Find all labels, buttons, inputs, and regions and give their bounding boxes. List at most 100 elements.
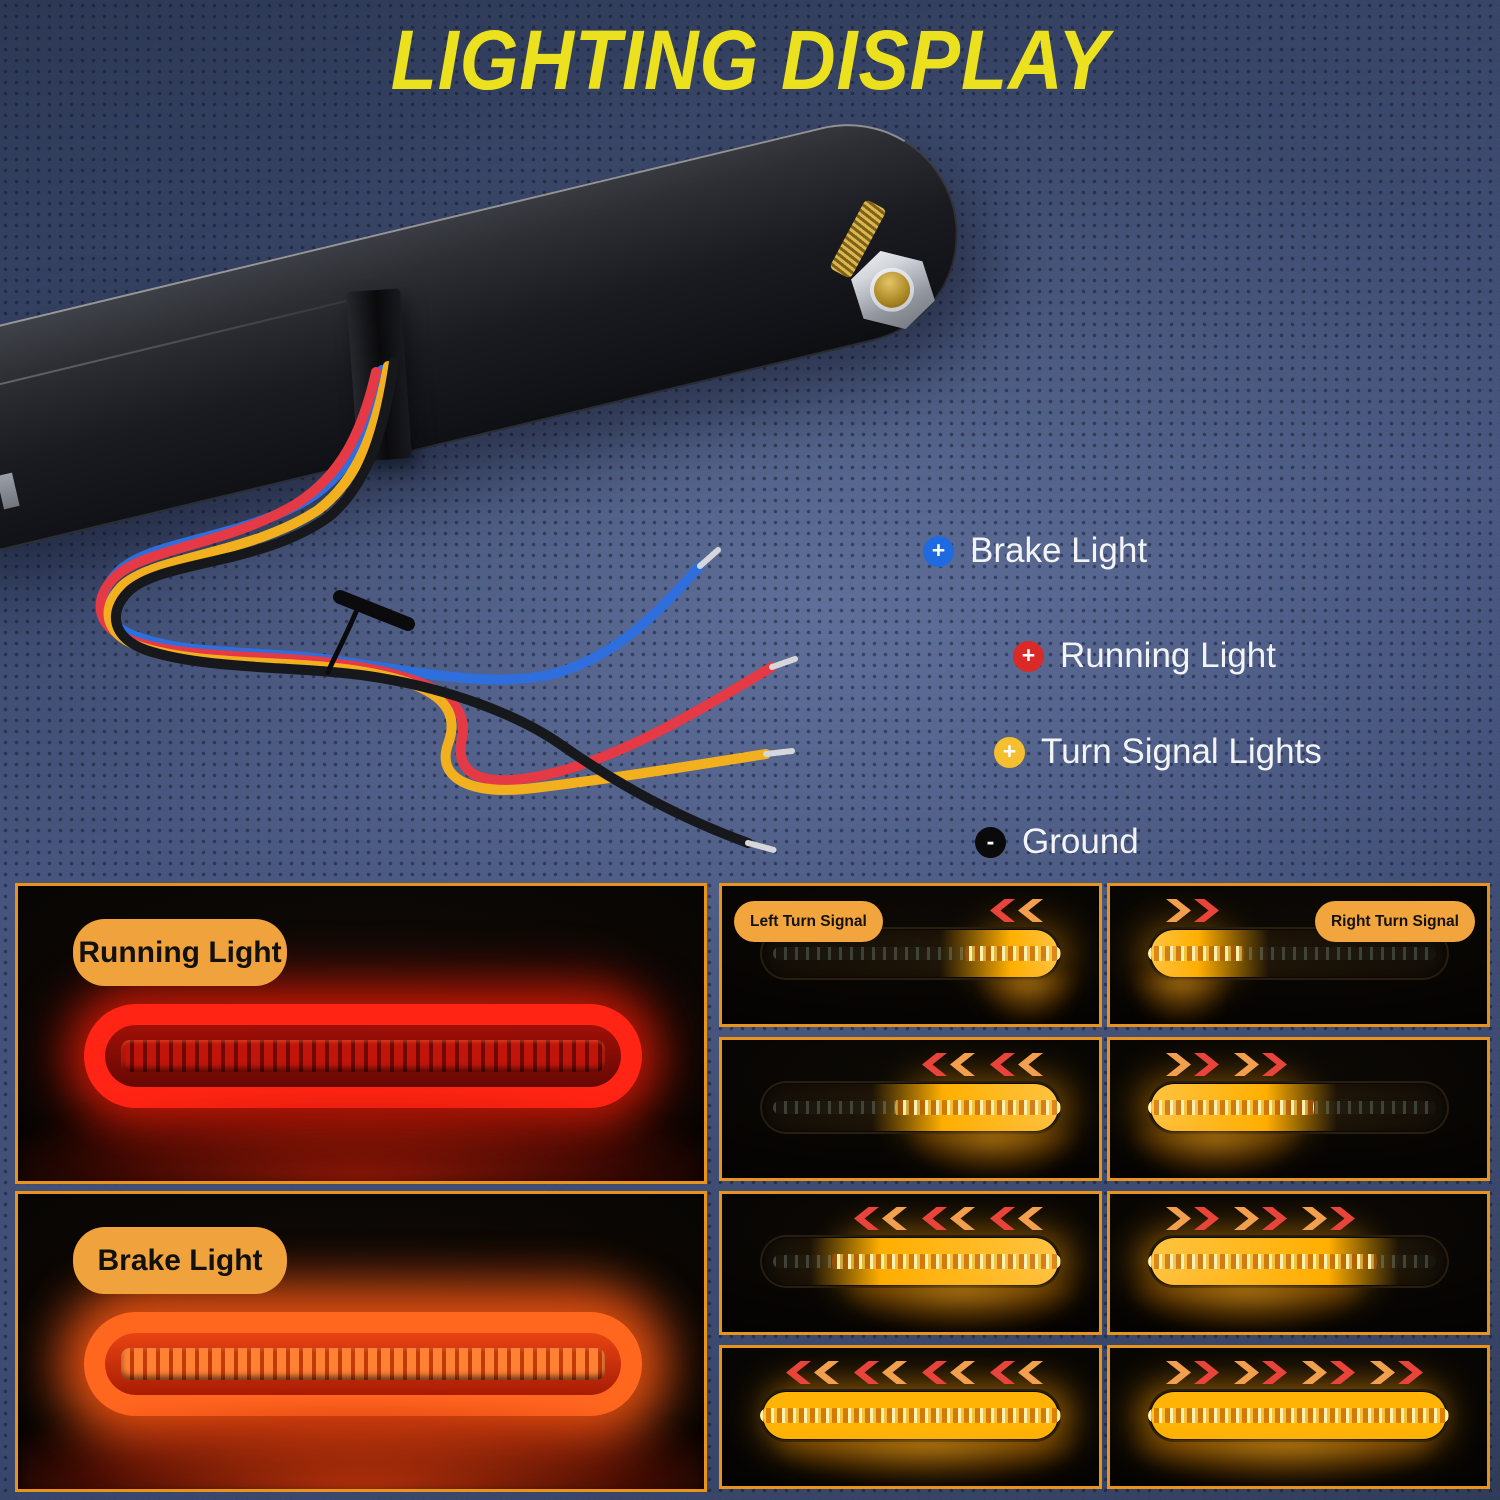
led-bar-brake xyxy=(84,1312,642,1416)
turn-signal-panel xyxy=(1107,1345,1490,1489)
turn-arrow-icon xyxy=(1262,1207,1287,1230)
turn-arrow-icon xyxy=(882,1207,907,1230)
turn-arrow-icon xyxy=(814,1361,839,1384)
zip-tie xyxy=(333,590,415,631)
turn-signal-panel xyxy=(719,1191,1102,1335)
turn-arrow-icon xyxy=(1166,1361,1191,1384)
turn-arrow-icon xyxy=(882,1361,907,1384)
turn-arrow-icon xyxy=(1262,1053,1287,1076)
brake-light-badge: Brake Light xyxy=(73,1227,287,1294)
turn-arrow-icon xyxy=(1398,1361,1423,1384)
turn-arrow-icon xyxy=(1370,1361,1395,1384)
light-reflection xyxy=(1132,1283,1362,1330)
turn-signal-panel xyxy=(719,1345,1102,1489)
turn-direction-arrows xyxy=(854,1207,1043,1230)
lit-led-dots xyxy=(832,1253,1062,1269)
running-wire-stripped-tip xyxy=(769,656,798,670)
lit-led-dots xyxy=(1147,945,1245,961)
turn-arrow-icon xyxy=(1262,1361,1287,1384)
turn-arrow-icon xyxy=(990,1207,1015,1230)
turn-arrow-icon xyxy=(1018,899,1043,922)
turn-direction-arrows xyxy=(1166,1361,1423,1384)
turn-arrow-icon xyxy=(990,1053,1015,1076)
turn-signal-panel xyxy=(1107,1191,1490,1335)
turn-arrow-icon xyxy=(1018,1053,1043,1076)
wire-label-text: Turn Signal Lights xyxy=(1041,732,1322,771)
lit-led-dots xyxy=(895,1099,1062,1115)
turn-arrow-icon xyxy=(1194,1053,1219,1076)
led-bar-running xyxy=(84,1004,642,1108)
light-reflection xyxy=(774,1437,1077,1484)
turn-signal-wire-label: + Turn Signal Lights xyxy=(994,730,1322,774)
turn-arrow-icon xyxy=(990,1361,1015,1384)
wire-label-text: Brake Light xyxy=(970,531,1148,570)
brake-light-demo-panel: Brake Light xyxy=(15,1191,707,1492)
zip-tie-tail xyxy=(325,609,359,675)
ground-wire xyxy=(110,357,753,848)
turn-arrow-icon xyxy=(1018,1207,1043,1230)
plus-icon: + xyxy=(994,736,1025,768)
turn-arrow-icon xyxy=(1194,899,1219,922)
led-bar xyxy=(759,1235,1062,1288)
turn-arrow-icon xyxy=(1234,1361,1259,1384)
turn-arrow-icon xyxy=(854,1361,879,1384)
turn-arrow-icon xyxy=(950,1361,975,1384)
turn-signal-panel: Left Turn Signal xyxy=(719,883,1102,1027)
led-bar xyxy=(759,1389,1062,1442)
led-strip xyxy=(121,1040,605,1072)
turn-arrow-icon xyxy=(1166,899,1191,922)
brake-wire-stripped-tip xyxy=(697,547,721,569)
turn-direction-arrows xyxy=(1166,1053,1287,1076)
brake-wire xyxy=(99,365,705,685)
running-light-demo-panel: Running Light xyxy=(15,883,707,1184)
light-reflection xyxy=(847,1283,1077,1330)
led-strip xyxy=(121,1348,605,1380)
led-bar xyxy=(1147,1389,1450,1442)
light-reflection xyxy=(1132,1129,1299,1176)
running-light-wire-label: + Running Light xyxy=(1013,634,1276,678)
lit-led-dots xyxy=(1147,1407,1450,1423)
turn-signal-panel: Right Turn Signal xyxy=(1107,883,1490,1027)
turn-arrow-icon xyxy=(922,1361,947,1384)
turn-arrow-icon xyxy=(1302,1361,1327,1384)
turn-signal-panel xyxy=(719,1037,1102,1181)
turn-arrow-icon xyxy=(786,1361,811,1384)
light-reflection xyxy=(18,1403,704,1489)
light-reflection xyxy=(1132,1437,1435,1484)
turn-arrow-icon xyxy=(1302,1207,1327,1230)
light-reflection xyxy=(18,1095,704,1181)
turn-direction-arrows xyxy=(1166,899,1219,922)
led-bar xyxy=(1147,1081,1450,1134)
turn-direction-arrows xyxy=(786,1361,1043,1384)
turn-arrow-icon xyxy=(1330,1361,1355,1384)
turn-arrow-icon xyxy=(950,1053,975,1076)
turn-arrow-icon xyxy=(950,1207,975,1230)
turn-arrow-icon xyxy=(990,899,1015,922)
brake-light-wire-label: + Brake Light xyxy=(923,529,1147,573)
lit-led-dots xyxy=(964,945,1062,961)
turn-arrow-icon xyxy=(1194,1361,1219,1384)
light-reflection xyxy=(1132,975,1230,1022)
light-reflection xyxy=(910,1129,1077,1176)
lit-led-dots xyxy=(1147,1099,1314,1115)
turn-arrow-icon xyxy=(922,1207,947,1230)
wire-label-text: Running Light xyxy=(1060,636,1276,675)
turn-arrow-icon xyxy=(1234,1207,1259,1230)
turn-arrow-icon xyxy=(1330,1207,1355,1230)
running-light-badge: Running Light xyxy=(73,919,287,986)
turn-signal-panel xyxy=(1107,1037,1490,1181)
led-bar xyxy=(759,1081,1062,1134)
lit-led-dots xyxy=(1147,1253,1377,1269)
turn-direction-arrows xyxy=(922,1053,1043,1076)
ground-wire-label: - Ground xyxy=(975,820,1139,864)
turn-arrow-icon xyxy=(1194,1207,1219,1230)
turn-signal-badge: Right Turn Signal xyxy=(1314,901,1475,942)
wire-label-text: Ground xyxy=(1022,822,1139,861)
turn-arrow-icon xyxy=(922,1053,947,1076)
turn-arrow-icon xyxy=(1018,1361,1043,1384)
ground-wire-stripped-tip xyxy=(745,840,777,853)
turn-arrow-icon xyxy=(1166,1053,1191,1076)
turn-wire-stripped-tip xyxy=(763,748,795,757)
